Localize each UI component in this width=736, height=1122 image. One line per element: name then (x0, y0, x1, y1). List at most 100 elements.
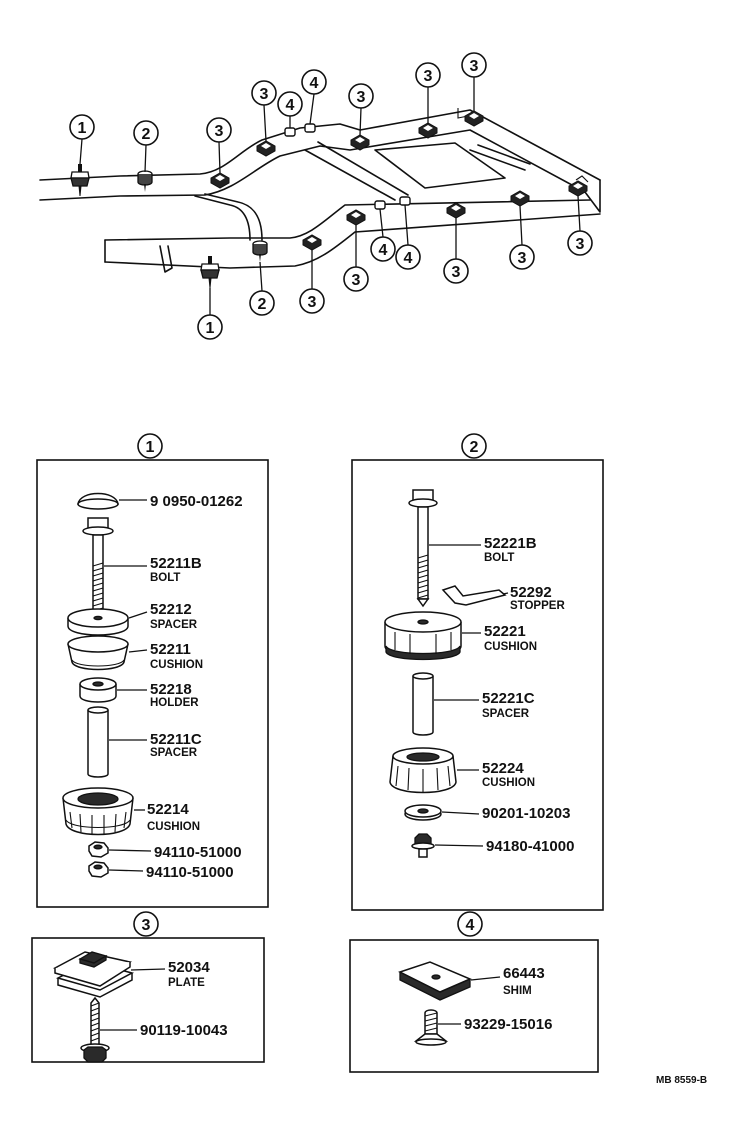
transmission-support-plate (374, 142, 506, 189)
leader-line (470, 976, 501, 981)
bolt-icon (82, 517, 114, 626)
frame-callout: 4 (370, 236, 396, 262)
callout-number: 3 (352, 272, 361, 289)
shim-icon (398, 961, 472, 1001)
frame-callout: 3 (299, 288, 325, 314)
part-name: CUSHION (150, 659, 203, 671)
front-crossmember-pipe (194, 193, 263, 241)
callout-number: 3 (260, 86, 269, 103)
part-number: 52221 (484, 623, 526, 640)
holder-icon (79, 677, 117, 703)
frame-callout: 4 (277, 91, 303, 117)
callout-number: 2 (142, 126, 151, 143)
section-1-number: 1 (146, 439, 155, 456)
cushion-icon (62, 787, 134, 836)
part-number: 52034 (168, 959, 210, 976)
part-number: 9 0950-01262 (150, 493, 243, 510)
part-number: 52211 (150, 641, 191, 658)
section-3-badge (133, 911, 159, 937)
callout-number: 3 (308, 294, 317, 311)
leader-line (108, 849, 152, 852)
part-number: 90201-10203 (482, 805, 570, 822)
frame-callout: 3 (567, 230, 593, 256)
part-number: 66443 (503, 965, 545, 982)
part-number: 90119-10043 (140, 1022, 228, 1039)
nut-icon (88, 861, 109, 878)
part-number: 52218 (150, 681, 192, 698)
section-1-frame (36, 459, 269, 908)
body-mount-4-near-b (399, 196, 411, 206)
section-2-badge (461, 433, 487, 459)
part-number: 52221C (482, 690, 535, 707)
callout-number: 3 (518, 250, 527, 267)
callout-number: 3 (452, 264, 461, 281)
stopper-icon (441, 585, 507, 606)
frame-callout: 1 (69, 114, 95, 140)
part-name: CUSHION (147, 821, 200, 833)
callout-number: 2 (258, 296, 267, 313)
far-rail-top-edge (39, 109, 601, 181)
callout-number: 3 (576, 236, 585, 253)
body-mount-3-far-a (210, 172, 230, 189)
center-crossmember-pipe (304, 141, 409, 201)
part-name: CUSHION (484, 641, 537, 653)
part-number: 52211B (150, 555, 202, 572)
screw-icon (413, 1009, 449, 1046)
leader-line (130, 968, 166, 971)
callout-number: 3 (215, 123, 224, 140)
section-3-frame (31, 937, 265, 1063)
body-mount-3-near-d (510, 190, 530, 207)
frame-callout: 3 (343, 266, 369, 292)
frame-callout: 3 (348, 83, 374, 109)
cushion-icon (384, 611, 462, 661)
frame-overview: 1 2 3 3 4 4 3 3 3 1 2 3 3 4 4 3 3 3 (39, 52, 601, 340)
callout-number: 4 (379, 242, 388, 259)
callout-number: 3 (470, 58, 479, 75)
part-name: BOLT (150, 572, 180, 584)
frame-callout: 4 (395, 244, 421, 270)
section-1: 1 9 0950-01262 52211B BOLT 52212 SPACER (36, 433, 269, 908)
callout-number: 3 (357, 89, 366, 106)
cushion-icon (389, 747, 457, 794)
washer-icon (404, 804, 442, 821)
part-name: CUSHION (482, 777, 535, 789)
part-number: 52214 (147, 801, 189, 818)
callout-number: 4 (310, 75, 319, 92)
section-2-number: 2 (470, 439, 479, 456)
callout-number: 4 (404, 250, 413, 267)
frame-callout: 3 (443, 258, 469, 284)
frame-callout: 1 (197, 314, 223, 340)
part-number: 94110-51000 (146, 864, 234, 881)
part-name: STOPPER (510, 600, 565, 612)
part-number: 52292 (510, 584, 552, 601)
flange-bolt-icon (411, 833, 435, 858)
frame-callout: 4 (301, 69, 327, 95)
body-mount-2-far (137, 170, 153, 193)
part-name: PLATE (168, 977, 205, 989)
part-number: 52212 (150, 601, 192, 618)
body-mount-4-far-b (304, 123, 316, 133)
spacer-icon (67, 608, 129, 636)
leader-line (434, 844, 484, 847)
leader-line (502, 592, 509, 595)
leader-line (441, 811, 480, 815)
section-4: 4 66443 SHIM 93229-15016 (349, 911, 599, 1073)
body-mount-4-near-a (374, 200, 386, 210)
bolt-icon (80, 996, 110, 1063)
section-2: 2 52221B BOLT 52292 STOPPER 52221 (351, 433, 604, 911)
part-number: 93229-15016 (464, 1016, 552, 1033)
part-number: 52224 (482, 760, 524, 777)
bolt-icon (408, 489, 438, 608)
section-2-frame (351, 459, 604, 911)
frame-callout: 3 (415, 62, 441, 88)
plate-icon (52, 951, 135, 998)
callout-leaders (79, 77, 581, 315)
frame-rear-end (584, 179, 601, 213)
body-mount-4-far-a (284, 127, 296, 137)
frame-callout: 3 (509, 244, 535, 270)
part-name: SPACER (150, 619, 198, 631)
near-rail-top-edge (104, 199, 591, 241)
rear-crossmember (469, 144, 531, 171)
frame-callout: 3 (251, 80, 277, 106)
